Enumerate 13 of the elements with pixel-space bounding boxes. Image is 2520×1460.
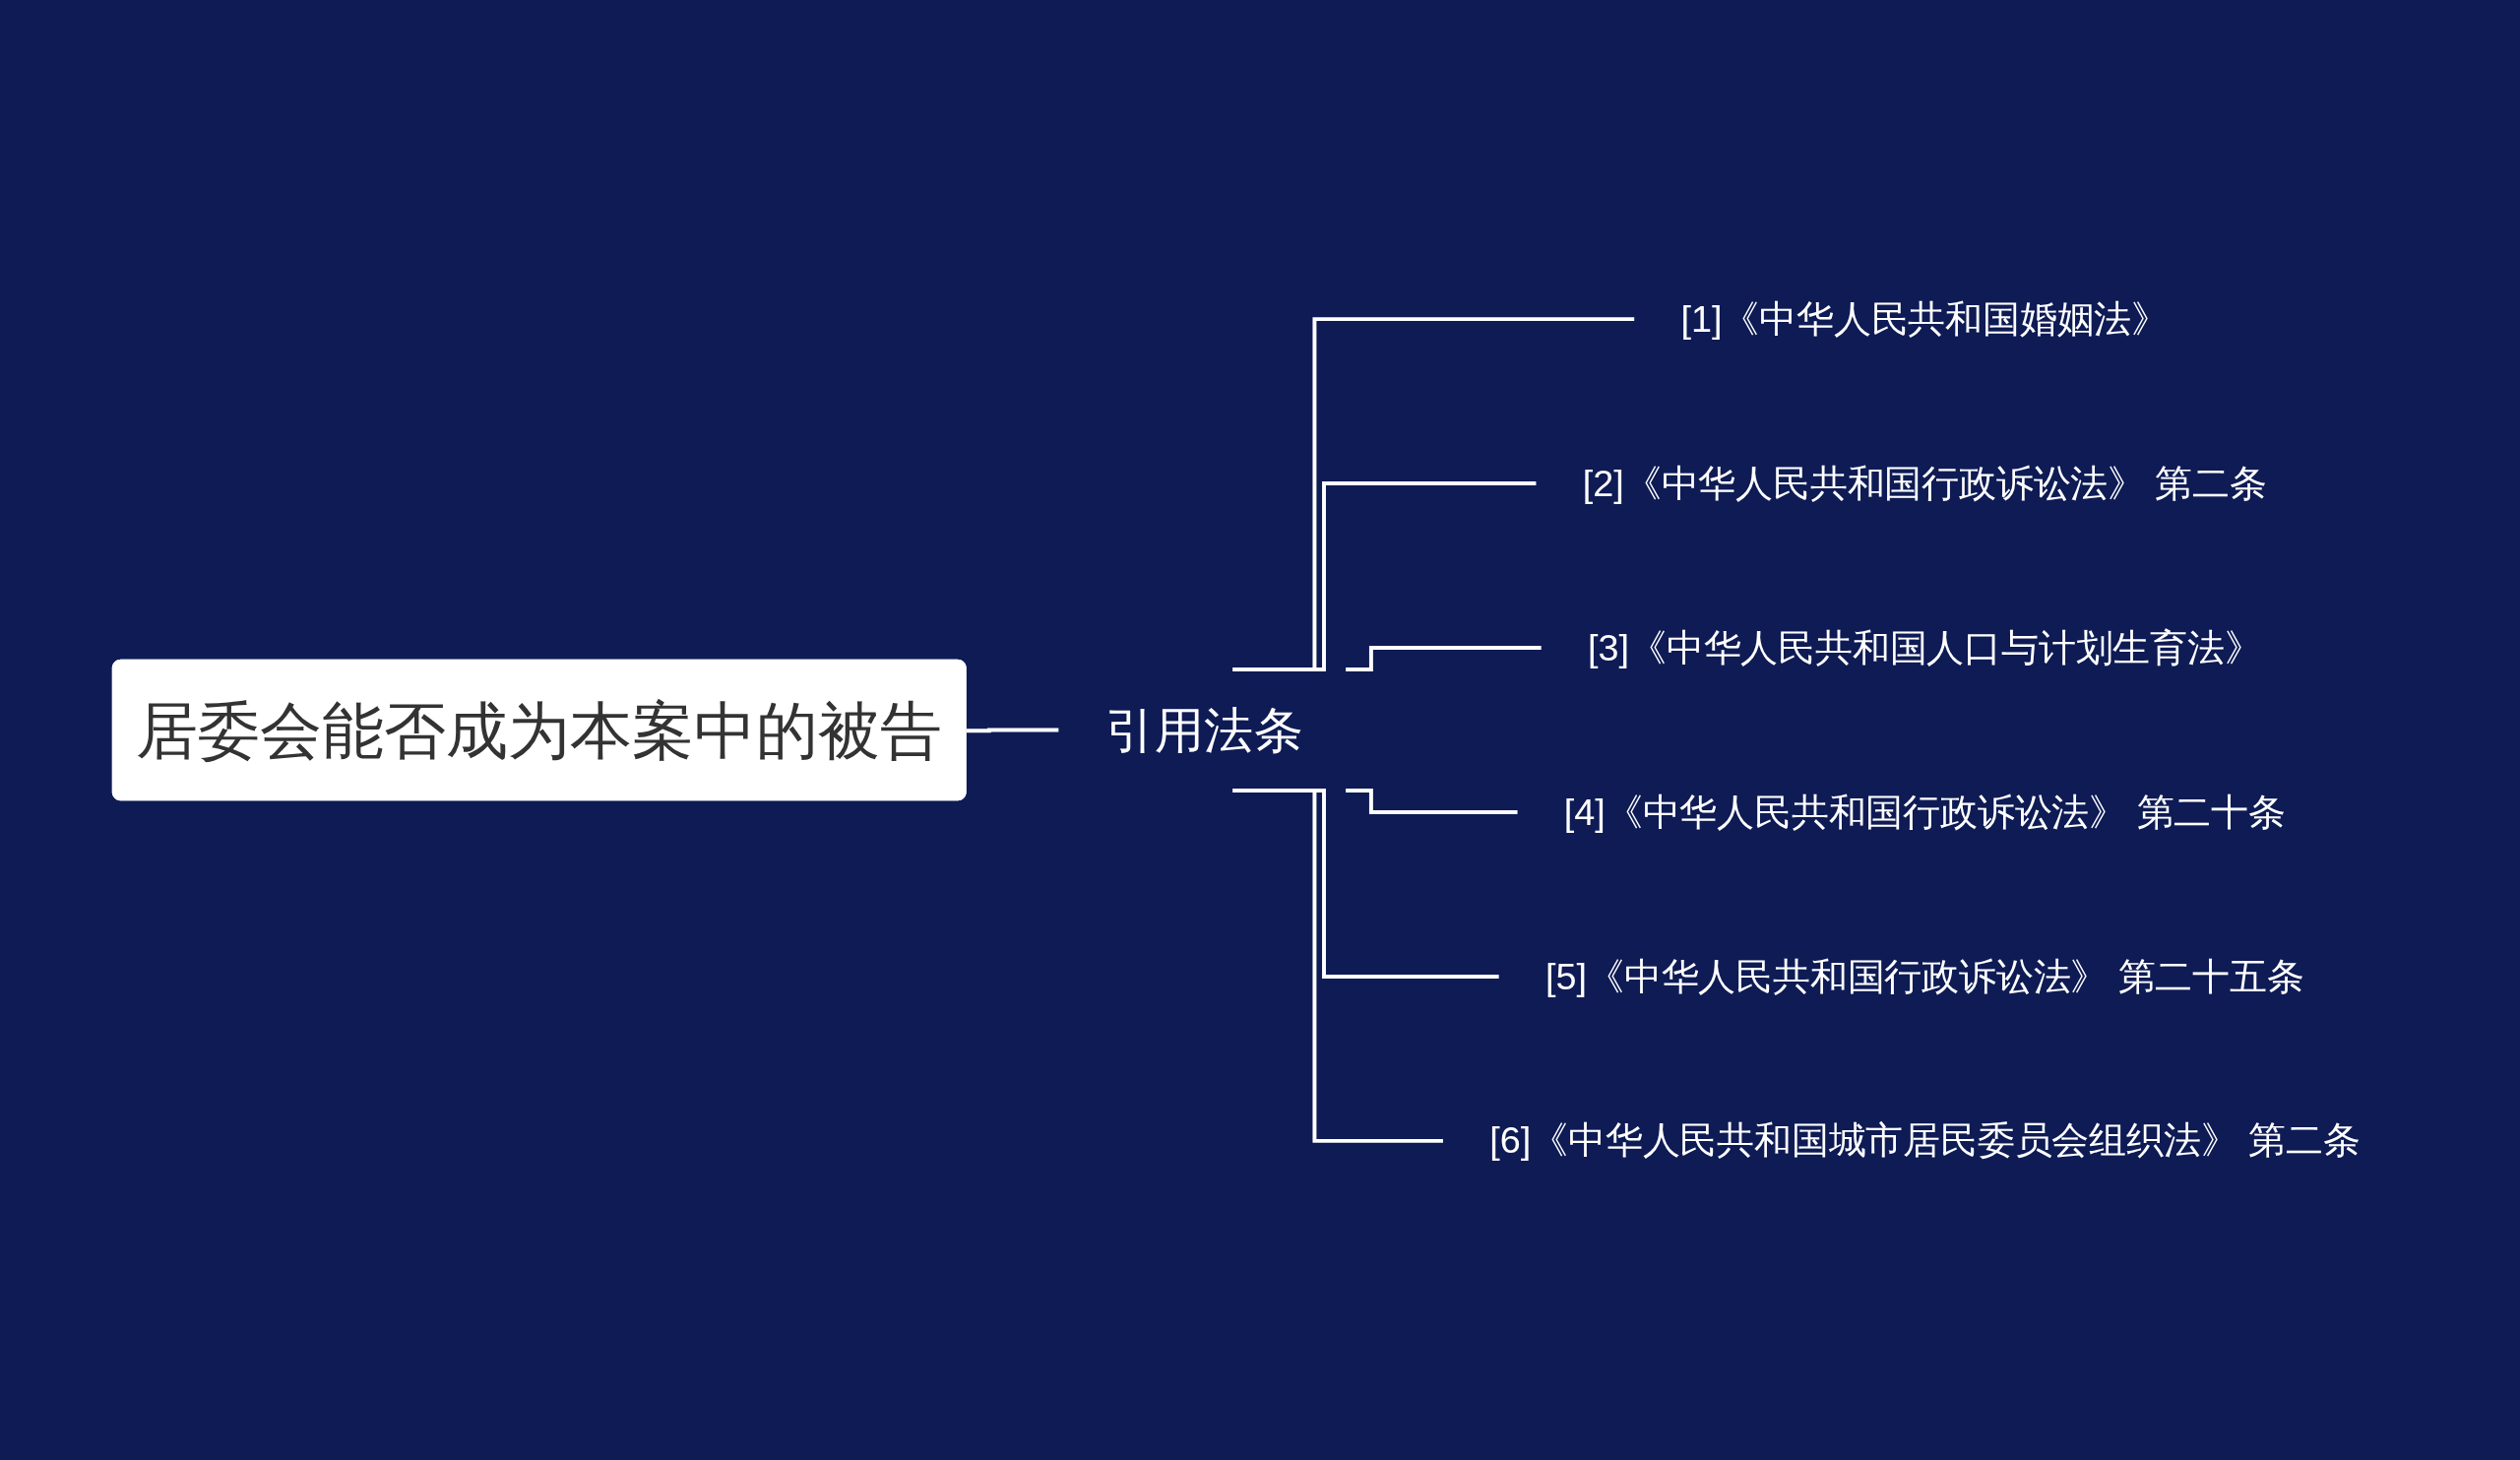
connector (1251, 481, 1537, 672)
node-text: [4]《中华人民共和国行政诉讼法》 第二十条 (1564, 790, 2287, 833)
connector (967, 728, 1059, 733)
node-text: 引用法条 (1105, 702, 1304, 758)
node-text: [1]《中华人民共和国婚姻法》 (1680, 297, 2170, 340)
node-text: [6]《中华人民共和国城市居民委员会组织法》 第二条 (1489, 1118, 2361, 1162)
node-text: [2]《中华人民共和国行政诉讼法》 第二条 (1583, 462, 2268, 504)
connector (1232, 788, 1444, 1143)
connector (1346, 788, 1518, 814)
connector (1232, 317, 1635, 672)
node-text: [5]《中华人民共和国行政诉讼法》 第二十五条 (1545, 954, 2305, 997)
connector (1346, 646, 1543, 672)
node-text: [3]《中华人民共和国人口与计划生育法》 (1588, 625, 2262, 668)
